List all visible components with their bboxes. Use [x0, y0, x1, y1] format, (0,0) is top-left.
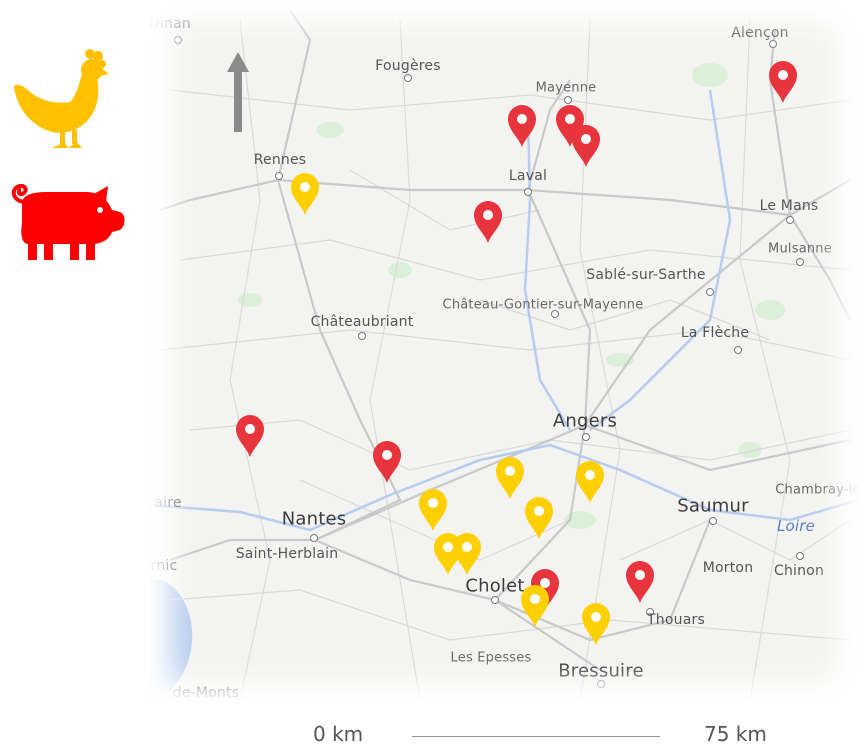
city-dot [786, 216, 794, 224]
city-dot [564, 96, 572, 104]
scale-start-label: 0 km [313, 722, 364, 746]
pig-farm-marker[interactable] [235, 414, 265, 458]
city-label-chinon: Chinon [773, 563, 825, 579]
city-dot [796, 258, 804, 266]
scale-line [412, 736, 660, 737]
city-label-le-mans: Le Mans [759, 198, 819, 214]
chicken-farm-marker[interactable] [433, 532, 463, 576]
city-dot [404, 74, 412, 82]
city-label-mulsanne: Mulsanne [768, 241, 832, 257]
city-label-chateaubriant: Châteaubriant [310, 314, 414, 330]
city-label-les-epesses: Les Epesses [450, 650, 532, 666]
city-dot [524, 188, 532, 196]
city-label-dinan: Dinan [150, 16, 191, 32]
scale-end-label: 75 km [704, 722, 767, 746]
city-label-nantes: Nantes [281, 508, 347, 530]
city-dot [582, 433, 590, 441]
chicken-farm-marker[interactable] [520, 584, 550, 628]
city-label-mayenne: Mayenne [535, 80, 597, 96]
city-label-saumur: Saumur [677, 495, 749, 517]
city-dot [275, 172, 283, 180]
city-dot [310, 534, 318, 542]
city-label-pornichet: aire [154, 495, 182, 511]
chicken-farm-marker[interactable] [418, 488, 448, 532]
city-dot [706, 288, 714, 296]
city-label-angers: Angers [552, 410, 618, 432]
pig-farm-marker[interactable] [555, 104, 585, 148]
city-dot [597, 680, 605, 688]
city-label-laval: Laval [508, 168, 548, 184]
map-background [150, 9, 859, 705]
city-dot [491, 596, 499, 604]
pig-farm-marker[interactable] [473, 200, 503, 244]
city-label-chambray: Chambray-lè [775, 482, 859, 498]
city-label-chateau-gontier: Château-Gontier-sur-Mayenne [442, 297, 644, 313]
city-dot [551, 310, 559, 318]
map-legend [0, 0, 150, 747]
chicken-farm-marker[interactable] [290, 172, 320, 216]
pig-farm-marker[interactable] [625, 560, 655, 604]
city-label-morton: Morton [702, 560, 754, 576]
pig-farm-marker[interactable] [372, 440, 402, 484]
pig-farm-marker[interactable] [768, 60, 798, 104]
city-label-alencon: Alençon [731, 25, 789, 41]
city-label-pornic: rnic [150, 558, 178, 574]
map-canvas[interactable]: Dinan Fougères Mayenne Alençon Rennes La… [150, 0, 859, 705]
city-dot [709, 517, 717, 525]
city-dot [358, 332, 366, 340]
pig-farm-marker[interactable] [571, 124, 601, 168]
city-label-saint-herblain: Saint-Herblain [235, 546, 339, 562]
chicken-icon [14, 49, 108, 148]
north-arrow-icon [227, 52, 249, 132]
city-label-cholet: Cholet [465, 575, 525, 597]
chicken-farm-marker[interactable] [575, 460, 605, 504]
city-dot [174, 36, 182, 44]
city-label-thouars: Thouars [647, 612, 705, 628]
city-label-fougeres: Fougères [375, 58, 441, 74]
city-label-rennes: Rennes [253, 152, 307, 168]
city-label-de-monts: de-Monts [172, 685, 240, 701]
chicken-farm-marker[interactable] [495, 456, 525, 500]
city-label-bressuire: Bressuire [558, 660, 644, 682]
pig-icon [11, 184, 125, 260]
river-label-loire: Loire [776, 517, 816, 535]
city-dot [769, 40, 777, 48]
scale-bar: 0 km 75 km [0, 720, 859, 747]
city-label-sable: Sablé-sur-Sarthe [586, 267, 706, 283]
chicken-farm-marker[interactable] [581, 602, 611, 646]
city-dot [734, 346, 742, 354]
city-label-la-fleche: La Flèche [680, 325, 750, 341]
pig-farm-marker[interactable] [507, 104, 537, 148]
city-dot [796, 552, 804, 560]
chicken-farm-marker[interactable] [524, 496, 554, 540]
city-dot [646, 608, 654, 616]
